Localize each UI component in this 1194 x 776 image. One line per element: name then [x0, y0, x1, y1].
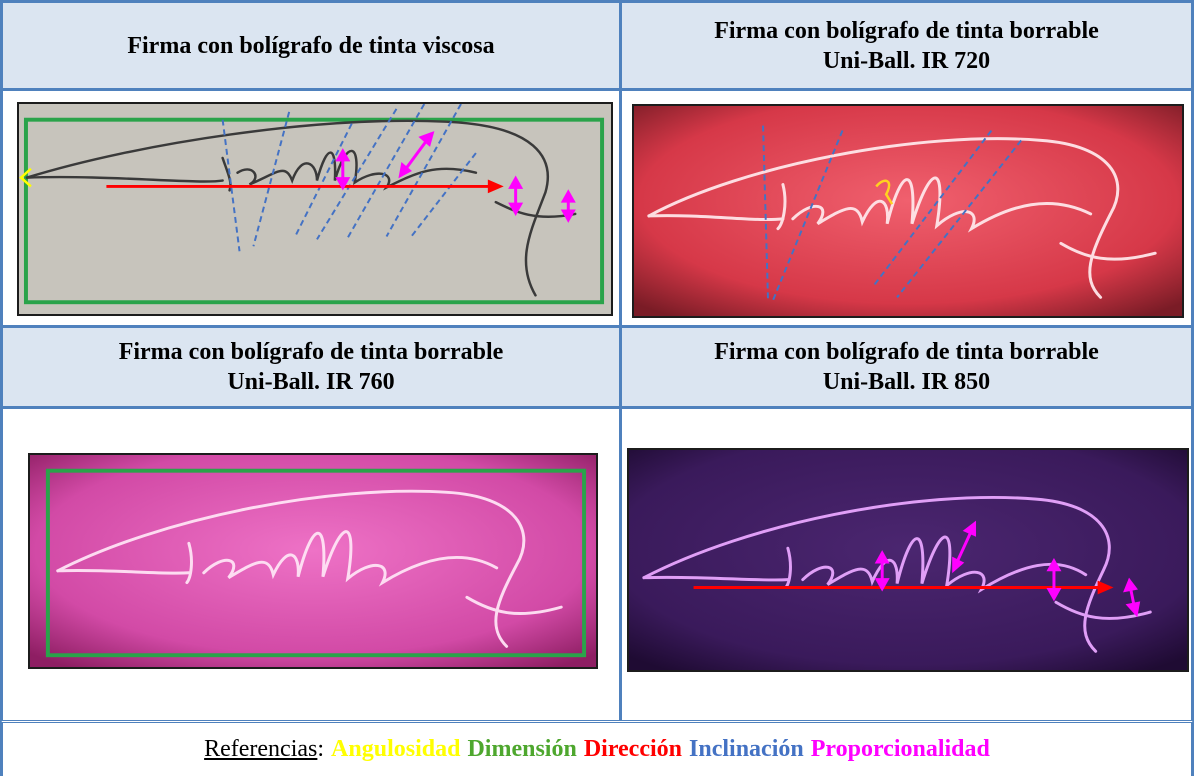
angularity-mark — [875, 179, 894, 205]
header-cell-ir720: Firma con bolígrafo de tinta borrable Un… — [619, 0, 1194, 91]
signature-photo-viscosa — [17, 102, 613, 316]
image-cell-ir720 — [619, 88, 1194, 328]
proportion-arrows — [335, 131, 576, 223]
signature-photo-ir720 — [632, 104, 1184, 318]
image-cell-viscosa — [0, 88, 622, 328]
image-cell-ir760 — [0, 406, 622, 723]
header-ir720-line-2: Uni-Ball. IR 720 — [822, 47, 991, 74]
signature-photo-ir850 — [627, 448, 1189, 672]
header-cell-ir760: Firma con bolígrafo de tinta borrable Un… — [0, 325, 622, 409]
references-separator: : — [317, 736, 325, 762]
references-legend: Referencias: Angulosidad Dimensión Direc… — [0, 720, 1194, 776]
dimension-box — [45, 468, 587, 658]
direction-arrow — [693, 580, 1114, 595]
header-viscosa-line-1: Firma con bolígrafo de tinta viscosa — [127, 32, 495, 59]
reference-proporcionalidad: Proporcionalidad — [810, 736, 990, 762]
image-cell-ir850 — [619, 406, 1194, 723]
header-ir760-line-2: Uni-Ball. IR 760 — [227, 369, 395, 395]
inclination-lines — [221, 104, 477, 252]
proportion-arrows — [874, 520, 1141, 618]
header-ir850-line-1: Firma con bolígrafo de tinta borrable — [714, 339, 1099, 365]
references-label: Referencias — [204, 736, 318, 762]
header-cell-viscosa: Firma con bolígrafo de tinta viscosa — [0, 0, 622, 91]
signature-svg-ir760 — [30, 455, 596, 667]
header-ir760-line-1: Firma con bolígrafo de tinta borrable — [118, 339, 504, 365]
signature-svg-viscosa — [19, 104, 611, 314]
reference-inclinacion: Inclinación — [689, 736, 804, 762]
signature-svg-ir720 — [634, 106, 1182, 316]
header-cell-ir850: Firma con bolígrafo de tinta borrable Un… — [619, 325, 1194, 409]
reference-dimension: Dimensión — [467, 736, 577, 762]
header-ir720-line-1: Firma con bolígrafo de tinta borrable — [714, 17, 1099, 44]
reference-angulosidad: Angulosidad — [331, 736, 461, 762]
photo-background — [629, 450, 1187, 670]
signature-svg-ir850 — [629, 450, 1187, 670]
header-ir850-line-2: Uni-Ball. IR 850 — [822, 369, 991, 395]
photo-background — [19, 104, 611, 314]
photo-background — [30, 455, 596, 667]
signature-ink — [647, 137, 1157, 299]
signature-photo-ir760 — [28, 453, 598, 669]
dimension-box — [23, 117, 605, 305]
angularity-mark — [19, 167, 32, 188]
direction-arrow — [106, 179, 504, 194]
signature-ink — [56, 489, 563, 648]
reference-direccion: Dirección — [583, 736, 683, 762]
